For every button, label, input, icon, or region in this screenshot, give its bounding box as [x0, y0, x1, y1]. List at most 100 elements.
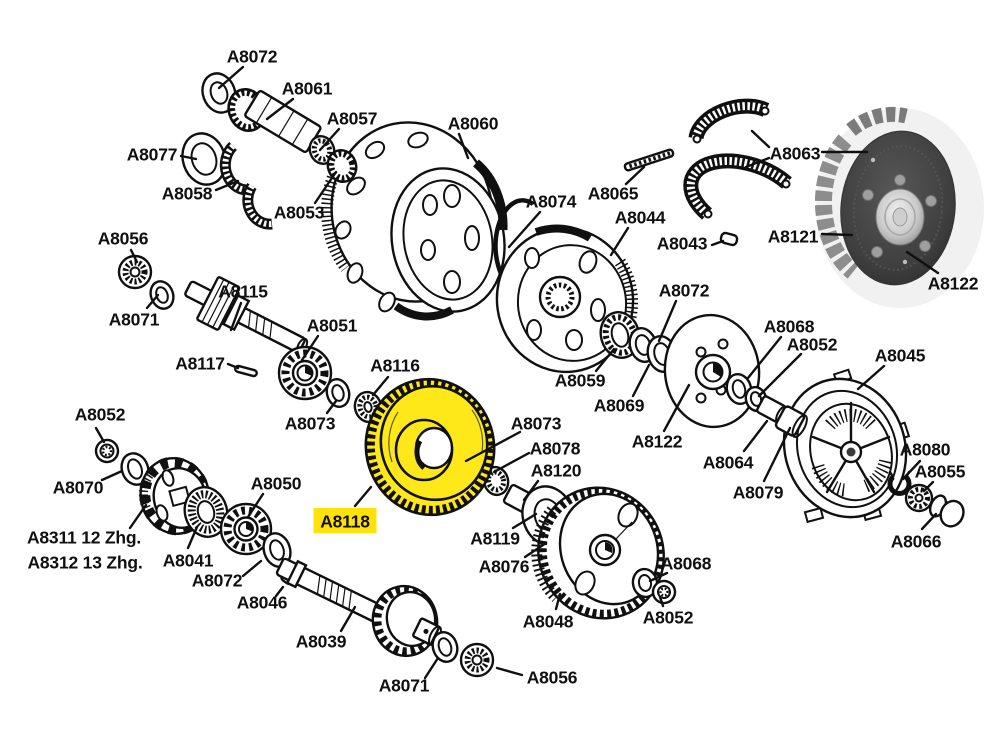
part-ball-bearing-a8050: [219, 502, 273, 556]
part-label-a8071: A8071: [379, 656, 440, 696]
part-label-a8056: A8056: [98, 229, 149, 264]
part-drum-front-ring-a8081: [390, 167, 506, 313]
part-number-text: A8311 12 Zhg.: [27, 528, 141, 548]
leader-line: [241, 559, 263, 578]
part-number-text: A8055: [915, 462, 966, 482]
leader-line: [495, 666, 524, 677]
part-number-text: A8046: [237, 593, 288, 613]
part-number-text: A8064: [703, 453, 754, 473]
part-kickstart-gear: [371, 584, 442, 658]
part-label-a8055: A8055: [915, 462, 966, 493]
leader-line: [662, 383, 691, 433]
part-label-a8060: A8060: [448, 114, 499, 160]
leader-line: [522, 479, 540, 502]
leader-line: [507, 210, 542, 249]
leader-line: [318, 127, 341, 152]
leader-line: [94, 426, 106, 444]
part-number-text: A8053: [274, 203, 325, 223]
part-label-a8312-13-zhg-: A8312 13 Zhg.: [27, 553, 142, 573]
part-number-text: A8048: [523, 612, 574, 632]
part-number-text: A8060: [448, 114, 499, 134]
photo-gear-teeth-band: [814, 134, 859, 279]
part-number-text: A8077: [127, 145, 178, 165]
assembly-kickstart-shaft: [275, 557, 495, 678]
part-number-text: A8063: [770, 144, 821, 164]
part-label-a8070: A8070: [53, 469, 124, 498]
leader-line: [214, 179, 240, 192]
part-label-a8065: A8065: [588, 165, 646, 204]
part-number-text: A8072: [192, 571, 243, 591]
leader-line: [820, 232, 854, 237]
part-label-a8080: A8080: [900, 440, 951, 481]
leader-line: [905, 250, 940, 275]
part-label-a8050: A8050: [246, 474, 302, 519]
part-number-text: A8122: [632, 432, 683, 452]
part-label-a8122: A8122: [632, 383, 691, 452]
part-number-text: A8069: [594, 396, 645, 416]
leader-line: [217, 65, 245, 90]
part-label-a8066: A8066: [891, 512, 942, 552]
part-collar-a8079: [774, 405, 808, 439]
highlight-box: [313, 508, 377, 533]
part-number-text: A8045: [875, 346, 926, 366]
part-number-text: A8120: [531, 461, 582, 481]
part-number-text: A8079: [733, 483, 784, 503]
part-number-text: A8080: [900, 440, 951, 460]
part-label-a8056: A8056: [495, 666, 578, 688]
part-number-text: A8044: [615, 208, 666, 228]
leader-line: [129, 248, 139, 264]
leader-line: [750, 129, 771, 149]
leader-line: [226, 362, 240, 370]
part-number-text: A8066: [891, 532, 942, 552]
part-number-text: A8072: [659, 281, 710, 301]
part-inner-clutch-drum-a8044: [495, 224, 638, 374]
part-label-a8073: A8073: [464, 414, 562, 463]
leader-line: [920, 512, 938, 531]
part-washer-a8073-left: [325, 377, 351, 409]
part-number-text: A8073: [511, 414, 562, 434]
part-number-text: A8078: [530, 439, 581, 459]
part-number-text: A8051: [307, 316, 358, 336]
part-number-text: A8059: [555, 371, 606, 391]
leader-line: [710, 239, 725, 247]
part-washer-a8071-top: [149, 280, 175, 310]
part-number-text: A8121: [768, 227, 819, 247]
leader-line: [744, 156, 771, 169]
leader-line: [648, 571, 669, 583]
part-number-text: A8076: [479, 557, 530, 577]
part-cover-a8045: [782, 368, 911, 524]
leader-line: [523, 541, 548, 559]
part-label-a8052: A8052: [643, 595, 694, 628]
part-number-text: A8043: [657, 234, 708, 254]
part-label-a8118: A8118: [313, 485, 377, 533]
part-label-a8073: A8073: [285, 399, 338, 434]
part-label-a8061: A8061: [265, 79, 333, 121]
leader-line: [624, 165, 646, 186]
part-label-a8120: A8120: [522, 461, 582, 502]
leader-line: [609, 226, 630, 257]
part-roller-cage-a8041: [183, 486, 229, 538]
part-label-a8072: A8072: [657, 281, 710, 343]
leader-line: [658, 595, 665, 608]
part-number-text: A8119: [470, 529, 520, 549]
leader-line: [657, 299, 678, 343]
leader-line: [922, 480, 935, 493]
leader-line: [325, 399, 338, 415]
leader-line: [492, 451, 531, 474]
leader-line: [313, 170, 338, 205]
part-label-a8048: A8048: [523, 592, 574, 632]
part-number-text: A8065: [588, 184, 639, 204]
part-number-text: A8072: [227, 47, 278, 67]
leader-line: [371, 375, 390, 397]
part-label-a8116: A8116: [370, 356, 420, 397]
part-label-a8121: A8121: [768, 227, 854, 247]
leader-line: [353, 485, 373, 508]
part-label-a8063: A8063: [744, 129, 869, 169]
leader-line: [757, 352, 803, 398]
part-label-a8046: A8046: [237, 585, 288, 613]
part-highlighted-gear-a8118: [364, 377, 496, 517]
part-outer-clutch-drum-a8060: [321, 121, 508, 321]
part-screw-a8043: [719, 231, 739, 247]
part-number-text: A8116: [370, 356, 420, 376]
leader-line: [742, 419, 769, 453]
